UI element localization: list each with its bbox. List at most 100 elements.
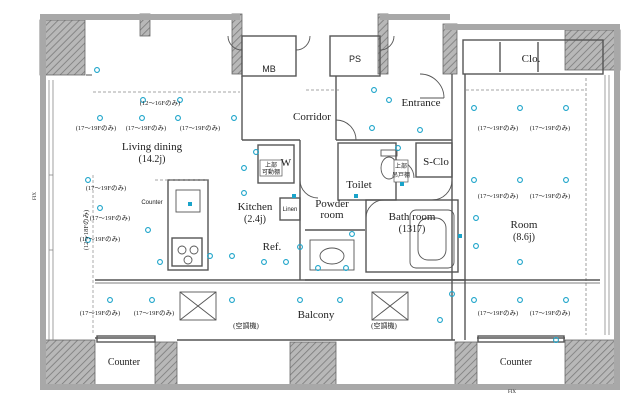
outlet-marker	[175, 115, 181, 121]
fixtures	[175, 149, 455, 321]
outlet-marker	[517, 297, 523, 303]
interior-walls	[95, 35, 604, 343]
outlet-marker	[297, 297, 303, 303]
outlet-marker	[97, 205, 103, 211]
label-ac-right: (空調機)	[371, 321, 397, 330]
note-17-19-f: (17～19Fのみ)	[80, 235, 120, 243]
label-room: Room	[511, 219, 538, 231]
label-toilet: Toilet	[346, 179, 372, 191]
outlet-marker	[471, 297, 477, 303]
note-12-18: (12～18Fのみ)	[82, 210, 90, 250]
outlet-marker	[97, 115, 103, 121]
label-s-clo: S-Clo	[423, 156, 449, 168]
label-kitchen-size: (2.4j)	[244, 214, 266, 225]
outlet-marker	[517, 177, 523, 183]
outlet-marker	[241, 190, 247, 196]
switch-marker	[292, 194, 296, 198]
outlet-marker	[517, 105, 523, 111]
outer-walls	[40, 14, 620, 390]
label-ps: PS	[349, 54, 361, 64]
room-labels: MB PS Clo. Entrance Corridor Living dini…	[108, 53, 541, 368]
outlet-marker	[471, 177, 477, 183]
outlet-marker	[349, 231, 355, 237]
switch-marker	[354, 194, 358, 198]
note-17-19-e: (17～19Fのみ)	[90, 214, 130, 222]
outlet-notes: (12～16Fのみ) (17～19Fのみ) (17～19Fのみ) (17～19F…	[76, 99, 570, 317]
outlet-marker	[343, 265, 349, 271]
switch-marker	[188, 202, 192, 206]
label-ref: Ref.	[263, 241, 282, 253]
outlet-marker	[177, 97, 183, 103]
note-17-19-h: (17～19Fのみ)	[134, 309, 174, 317]
outlet-marker	[149, 297, 155, 303]
label-counter-left: Counter	[108, 357, 141, 368]
note-17-19-n: (17～19Fのみ)	[530, 309, 570, 317]
label-balcony: Balcony	[298, 309, 335, 321]
note-17-19-j: (17～19Fのみ)	[530, 124, 570, 132]
doors	[227, 35, 453, 219]
label-linen: Linen	[283, 207, 298, 213]
tag-texts: 上部 可動棚 上部 吊戸棚 (空調機) (空調機) FIX FIX	[33, 161, 516, 395]
outlet-marker	[85, 237, 91, 243]
label-corridor: Corridor	[293, 111, 331, 123]
note-17-19-k: (17～19Fのみ)	[478, 192, 518, 200]
outlet-marker	[563, 105, 569, 111]
outlet-marker	[563, 297, 569, 303]
label-mb: MB	[262, 64, 276, 74]
outlet-marker	[437, 317, 443, 323]
outlet-marker	[297, 244, 303, 250]
outlet-marker	[563, 177, 569, 183]
outlet-marker	[315, 265, 321, 271]
label-living-dining: Living dining	[122, 141, 183, 153]
tag-storage-2: 可動棚	[262, 168, 280, 176]
outlet-marker	[241, 165, 247, 171]
label-bath-room: Bath room	[389, 211, 436, 223]
overhead-lines	[92, 89, 585, 335]
label-kitchen: Kitchen	[238, 201, 273, 213]
outlet-marker	[553, 337, 559, 343]
label-clo: Clo.	[522, 53, 541, 65]
mark-fix-bottom: FIX	[508, 390, 516, 395]
outlet-marker	[253, 149, 259, 155]
left-window	[48, 80, 54, 340]
label-bath-room-size: (1317)	[399, 224, 426, 235]
tag-toilet-1: 上部	[395, 162, 407, 170]
outlet-marker	[157, 259, 163, 265]
outlet-marker	[449, 291, 455, 297]
outlet-marker	[283, 259, 289, 265]
note-17-19-b: (17～19Fのみ)	[126, 124, 166, 132]
outlet-marker	[517, 259, 523, 265]
tag-storage-1: 上部	[265, 161, 277, 169]
note-17-19-m: (17～19Fのみ)	[478, 309, 518, 317]
outlet-marker	[371, 87, 377, 93]
label-counter-small: Counter	[141, 200, 162, 206]
outlet-marker	[471, 105, 477, 111]
switch-marker	[400, 182, 404, 186]
note-17-19-a: (17～19Fのみ)	[76, 124, 116, 132]
outlet-marker	[231, 115, 237, 121]
outlet-marker	[145, 227, 151, 233]
outlet-marker	[337, 297, 343, 303]
outlet-marker	[229, 253, 235, 259]
label-powder-room: Powder	[315, 198, 349, 210]
outlet-marker	[107, 297, 113, 303]
label-w: W	[281, 157, 292, 169]
tag-boxes	[259, 159, 409, 183]
note-17-19-d: (17～19Fのみ)	[86, 184, 126, 192]
outlet-marker	[369, 125, 375, 131]
outlet-marker	[94, 67, 100, 73]
outlet-marker	[139, 115, 145, 121]
outlet-marker	[140, 97, 146, 103]
label-powder-room-2: room	[320, 209, 344, 221]
note-12-16: (12～16Fのみ)	[140, 99, 180, 107]
outlet-marker	[473, 215, 479, 221]
switch-marker	[458, 234, 462, 238]
label-room-size: (8.6j)	[513, 232, 535, 243]
right-window	[585, 75, 610, 335]
outlet-marker	[395, 145, 401, 151]
outlet-marker	[386, 97, 392, 103]
outlet-marker	[229, 297, 235, 303]
note-17-19-i: (17～19Fのみ)	[478, 124, 518, 132]
walls	[39, 13, 621, 389]
